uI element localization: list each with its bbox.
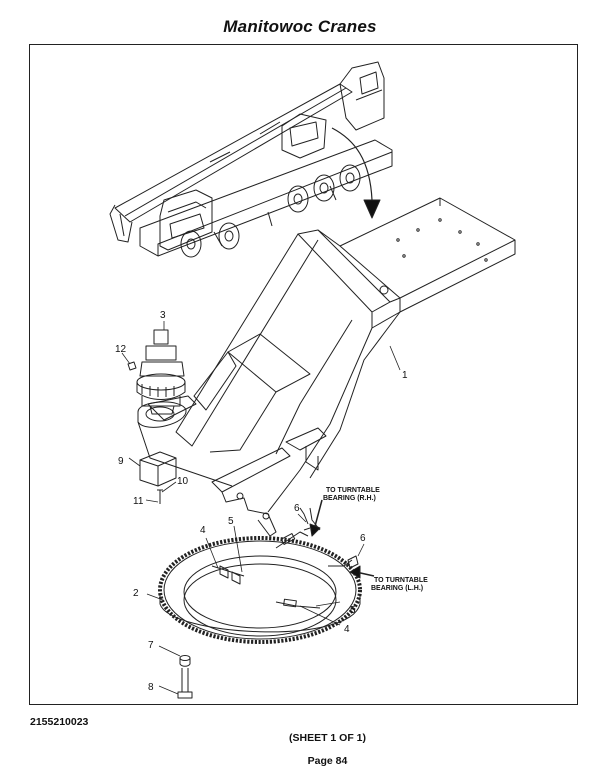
drawing-frame [29,44,578,705]
callout-6-lower: 6 [360,533,366,544]
crane-truck-illustration [109,61,393,258]
callout-12: 12 [115,344,127,355]
note-rh-line1: TO TURNTABLE [326,487,380,494]
callout-10: 10 [177,476,189,487]
callout-7: 7 [148,640,154,651]
callout-6-upper: 6 [294,503,300,514]
callout-3: 3 [160,310,166,321]
callout-8: 8 [148,682,154,693]
slew-ring-bearing [158,536,362,644]
callout-4-upper: 4 [200,525,206,536]
callout-9: 9 [118,456,124,467]
hardware-parts [127,361,193,699]
callout-5-lower: 5 [350,605,356,616]
carrier-frame-weldment [137,197,516,537]
callout-leaders [121,321,401,695]
sheet-indicator: (SHEET 1 OF 1) [288,732,366,744]
callout-labels: 1 2 3 4 4 5 5 6 6 7 8 9 10 11 12 [115,310,408,693]
note-lh-line2: BEARING (L.H.) [371,585,423,592]
drawing-part-number: 2155210023 [30,716,89,728]
page-number: Page 84 [307,755,348,767]
callout-4-lower: 4 [344,624,350,635]
callout-11: 11 [133,496,144,507]
hydraulic-fittings [211,507,359,609]
note-rh-line2: BEARING (R.H.) [323,495,376,502]
page-title: Manitowoc Cranes [223,17,377,36]
callout-1: 1 [402,370,408,381]
routing-notes: TO TURNTABLE BEARING (R.H.) TO TURNTABLE… [323,487,428,592]
callout-2: 2 [133,588,139,599]
swing-drive [136,329,186,415]
note-lh-line1: TO TURNTABLE [374,577,428,584]
callout-5-upper: 5 [228,516,234,527]
